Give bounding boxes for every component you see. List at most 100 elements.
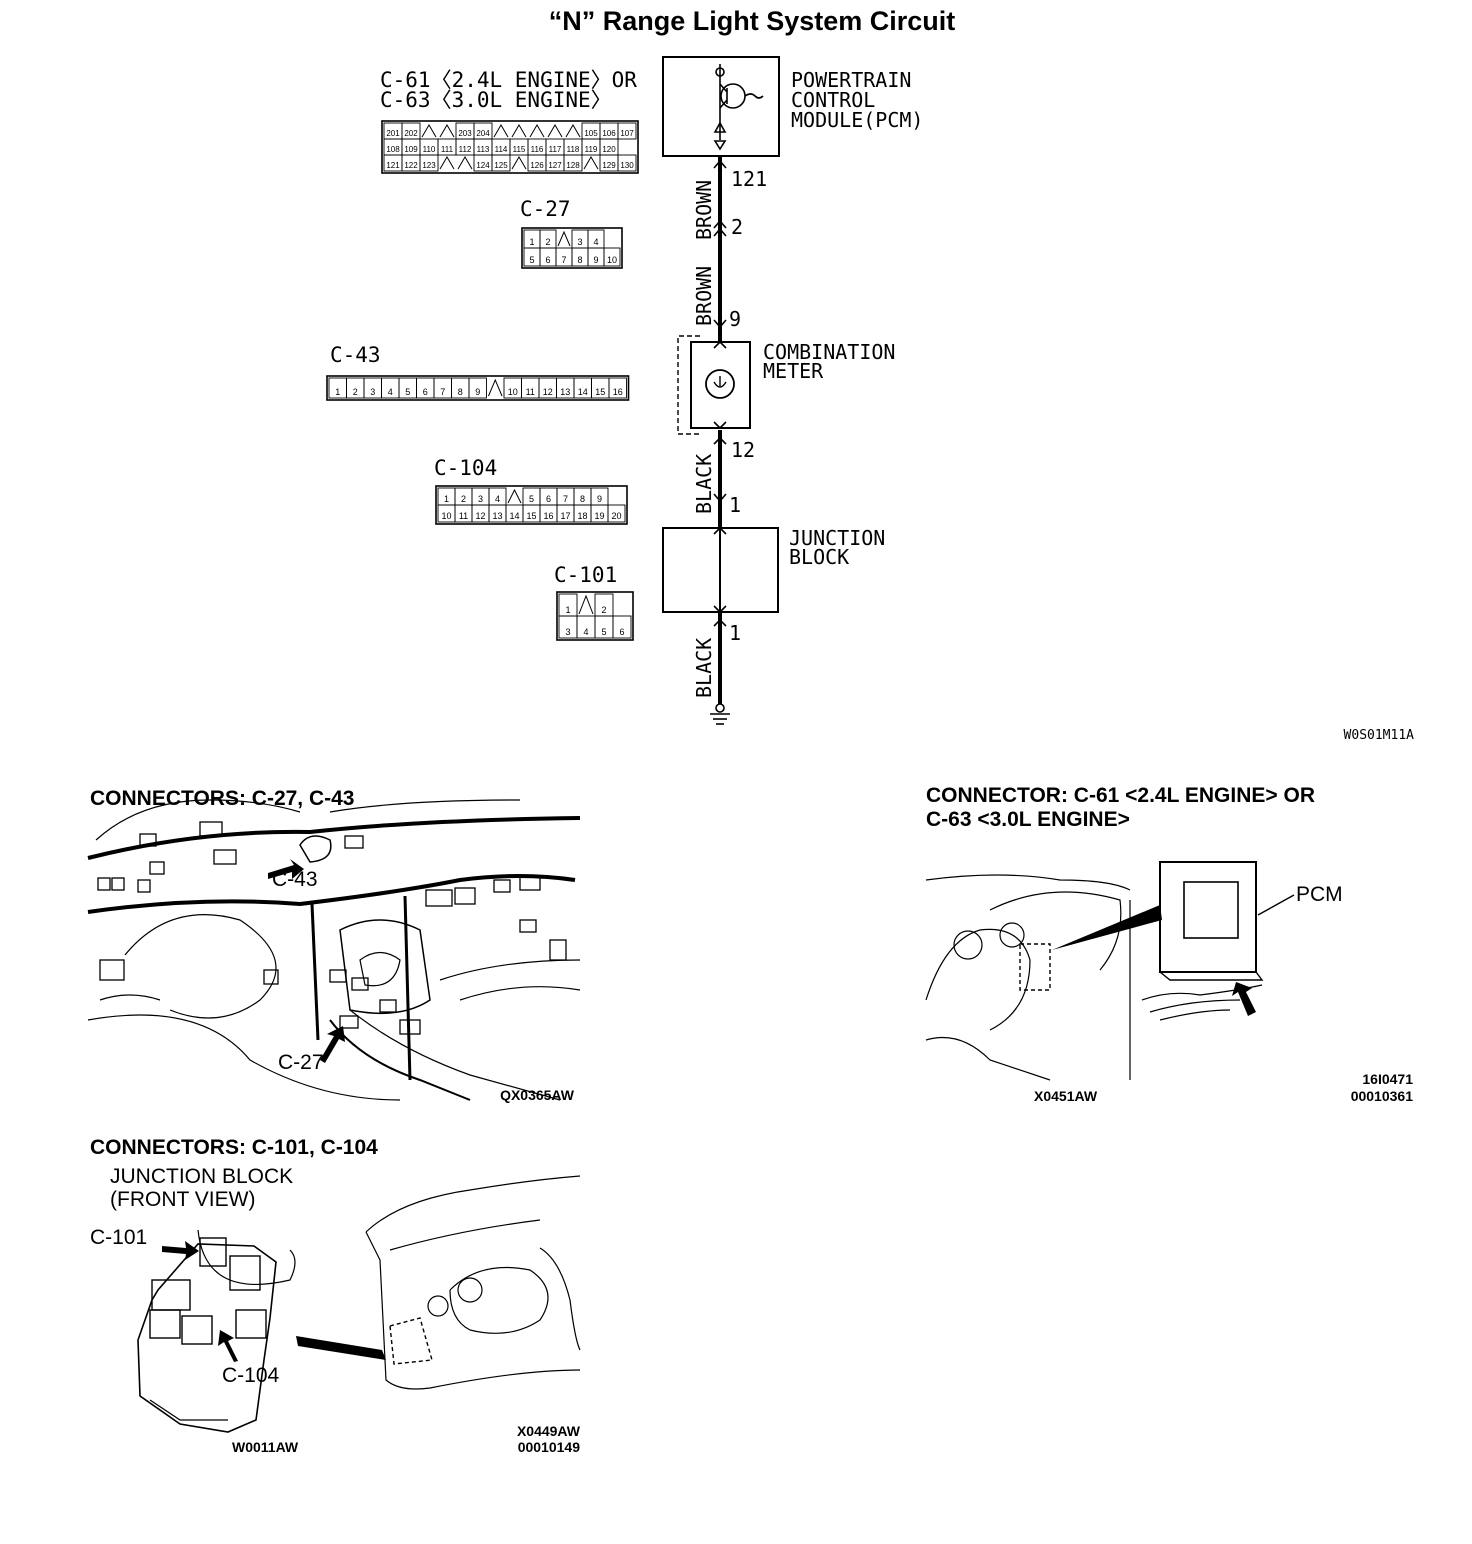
pcm-pin-204: 204 xyxy=(476,129,490,138)
c27-pin-1: 1 xyxy=(529,237,534,247)
c27-pin-5: 5 xyxy=(529,255,534,265)
panel3-code-right-2: 00010149 xyxy=(518,1439,581,1455)
c104-key xyxy=(507,488,522,504)
pcm-key xyxy=(511,124,527,138)
panel1-heading: CONNECTORS: C-27, C-43 xyxy=(90,787,355,810)
c104-pin-16: 16 xyxy=(543,511,553,521)
junction-label-2: BLOCK xyxy=(789,545,849,569)
meter-label-1: COMBINATION xyxy=(763,340,895,364)
c43-pin-4: 4 xyxy=(388,387,393,397)
c101-key xyxy=(578,594,594,615)
c43-pin-13: 13 xyxy=(560,387,570,397)
c27-pin-9: 9 xyxy=(593,255,598,265)
c27-label: C-27 xyxy=(520,197,571,221)
c43-pin-6: 6 xyxy=(423,387,428,397)
c27-pin-3: 3 xyxy=(577,237,582,247)
panel3-code-left: W0011AW xyxy=(232,1439,299,1455)
panel3-heading: CONNECTORS: C-101, C-104 xyxy=(90,1136,378,1159)
panel2-heading-2: C-63 <3.0L ENGINE> xyxy=(926,808,1130,831)
c27-pin-4: 4 xyxy=(593,237,598,247)
c104-pin-5: 5 xyxy=(529,494,534,504)
c43-key xyxy=(488,378,503,397)
c104-pin-11: 11 xyxy=(459,511,468,521)
pcm-pin-116: 116 xyxy=(531,145,544,154)
diagram-code: W0S01M11A xyxy=(1344,728,1415,743)
c104-pin-2: 2 xyxy=(461,494,466,504)
panel2-callout-pcm: PCM xyxy=(1296,883,1343,906)
pcm-pin-112: 112 xyxy=(459,145,472,154)
panel2-code-right-2: 00010361 xyxy=(1351,1088,1414,1104)
pcm-pin-113: 113 xyxy=(477,145,490,154)
pcm-pin-130: 130 xyxy=(620,161,634,170)
pin-12: 12 xyxy=(731,438,755,462)
pin-9: 9 xyxy=(729,307,741,331)
pcm-pin-125: 125 xyxy=(494,161,508,170)
c101-pin-2: 2 xyxy=(601,605,606,615)
pcm-pin-128: 128 xyxy=(566,161,580,170)
pcm-pin-105: 105 xyxy=(584,129,598,138)
wire-color-black-upper: BLACK xyxy=(692,454,716,514)
pcm-key xyxy=(439,124,455,138)
wire-color-black-lower: BLACK xyxy=(692,638,716,698)
pcm-module xyxy=(662,56,780,157)
pcm-pin-126: 126 xyxy=(530,161,544,170)
pcm-pin-203: 203 xyxy=(458,129,472,138)
panel3-sub-2: (FRONT VIEW) xyxy=(110,1188,255,1211)
c104-pin-17: 17 xyxy=(560,511,570,521)
c101-pin-1: 1 xyxy=(565,605,570,615)
panel1-code: QX0365AW xyxy=(500,1087,575,1103)
pcm-pin-201: 201 xyxy=(386,129,400,138)
pcm-pin-123: 123 xyxy=(422,161,436,170)
c27-key xyxy=(557,230,571,247)
pcm-pin-106: 106 xyxy=(602,129,616,138)
pcm-pin-109: 109 xyxy=(404,145,418,154)
c43-pin-14: 14 xyxy=(578,387,588,397)
c43-pin-10: 10 xyxy=(508,387,518,397)
panel3-callout-c101: C-101 xyxy=(90,1226,147,1249)
pcm-pin-124: 124 xyxy=(476,161,490,170)
c104-pin-13: 13 xyxy=(492,511,502,521)
pcm-pin-127: 127 xyxy=(548,161,562,170)
c43-pin-cell xyxy=(468,377,487,399)
dashboard-harness-illustration xyxy=(87,799,581,1101)
junction-block-illustration xyxy=(137,1175,581,1433)
pcm-name-line-1: POWERTRAIN xyxy=(791,68,911,92)
pcm-pin-129: 129 xyxy=(602,161,616,170)
pcm-pin-cell xyxy=(617,122,637,140)
pcm-pin-cell xyxy=(617,154,637,172)
pin-121: 121 xyxy=(731,167,767,191)
pin-2: 2 xyxy=(731,215,743,239)
pcm-pin-115: 115 xyxy=(513,145,526,154)
panel3-code-right-1: X0449AW xyxy=(517,1423,581,1439)
c43-pin-cell xyxy=(608,377,627,399)
c104-pin-14: 14 xyxy=(509,511,519,521)
c43-pin-2: 2 xyxy=(353,387,358,397)
pcm-key xyxy=(565,124,581,138)
panel2-code-left: X0451AW xyxy=(1034,1088,1098,1104)
c27-pin-2: 2 xyxy=(545,237,550,247)
pcm-key xyxy=(493,124,509,138)
combination-meter xyxy=(677,335,751,435)
pcm-key xyxy=(583,156,599,170)
pcm-pin-122: 122 xyxy=(404,161,418,170)
c104-pin-4: 4 xyxy=(495,494,500,504)
pcm-name-line-3: MODULE(PCM) xyxy=(791,108,923,132)
panel1-callout-c27: C-27 xyxy=(278,1051,324,1074)
pcm-name-line-2: CONTROL xyxy=(791,88,875,112)
pcm-pin-202: 202 xyxy=(404,129,418,138)
c104-pin-7: 7 xyxy=(563,494,568,504)
c104-label: C-104 xyxy=(434,456,497,480)
ground-icon xyxy=(710,703,730,725)
c101-pin-5: 5 xyxy=(601,627,606,637)
c27-pin-7: 7 xyxy=(561,255,566,265)
wire-color-brown-lower: BROWN xyxy=(692,266,716,326)
diagram-title: “N” Range Light System Circuit xyxy=(549,6,956,36)
c101-label: C-101 xyxy=(554,563,617,587)
panel3-sub-1: JUNCTION BLOCK xyxy=(110,1165,293,1188)
pcm-key xyxy=(439,156,455,170)
c43-label: C-43 xyxy=(330,343,381,367)
pcm-pin-108: 108 xyxy=(386,145,400,154)
c101-pin-3: 3 xyxy=(565,627,570,637)
